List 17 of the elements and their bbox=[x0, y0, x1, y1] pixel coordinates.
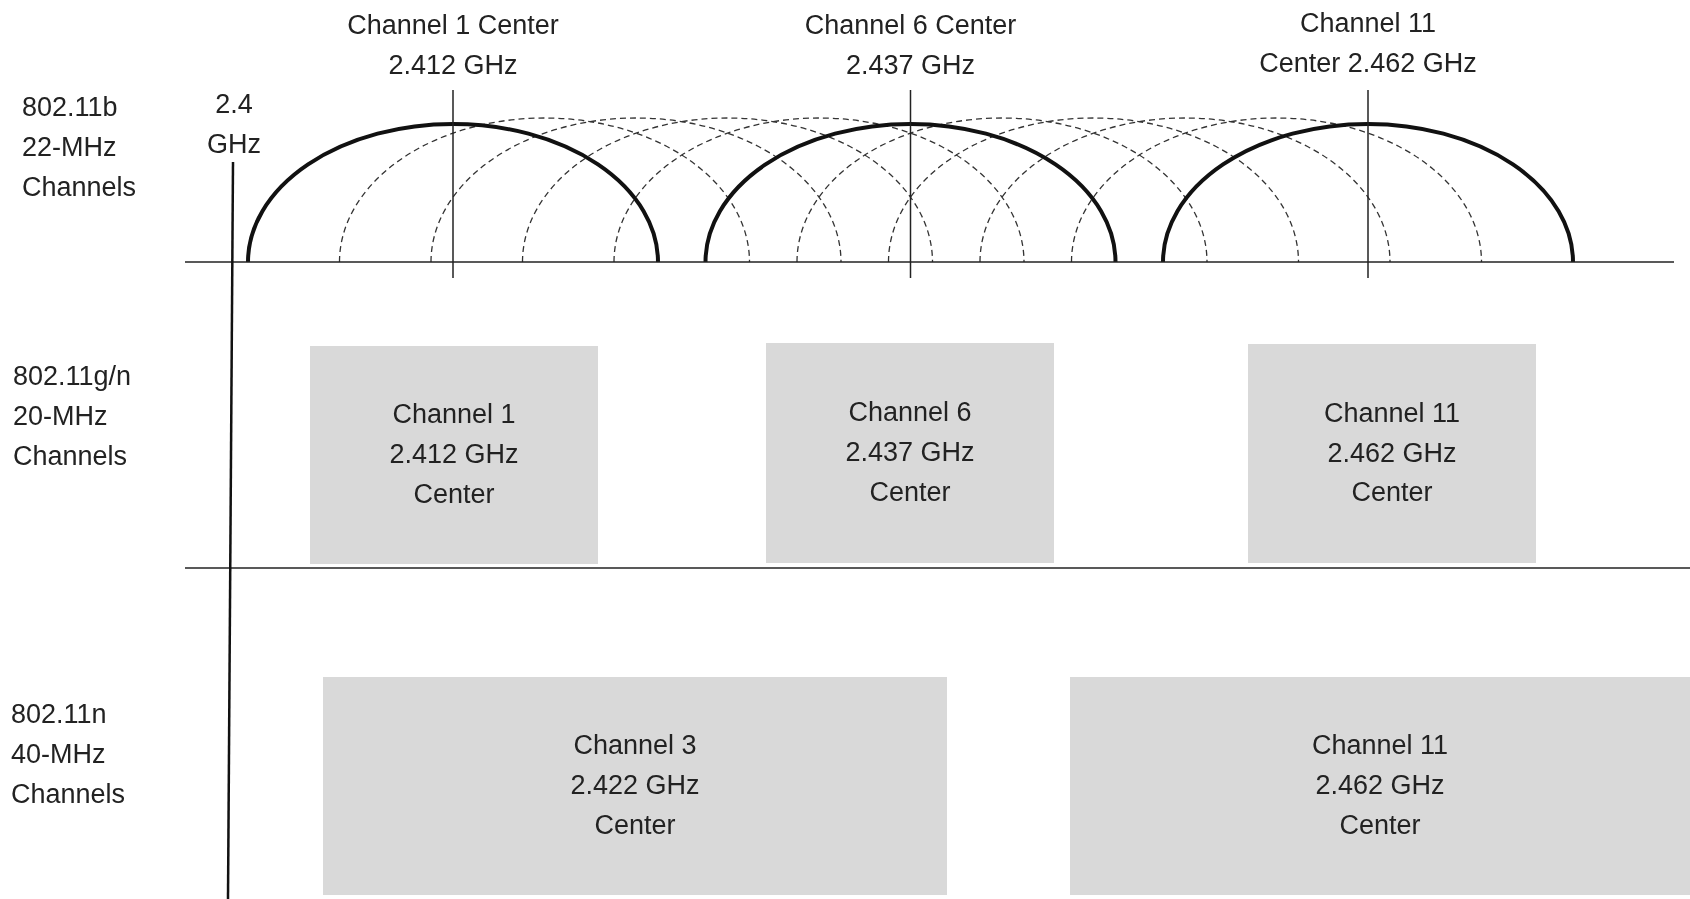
row-label: 802.11b 22-MHz Channels bbox=[22, 91, 138, 204]
channel-block bbox=[323, 677, 947, 895]
channel-block bbox=[310, 346, 598, 564]
channel-label: Channel 1 Center 2.412 GHz bbox=[346, 9, 560, 82]
row-label: 802.11g/n 20-MHz Channels bbox=[13, 360, 133, 473]
channel-text: Channel 11 2.462 GHz Center bbox=[1310, 729, 1450, 842]
row-label: 802.11n 40-MHz Channels bbox=[11, 698, 127, 811]
channel-label: Channel 6 Center 2.437 GHz bbox=[803, 9, 1018, 82]
channel-block bbox=[766, 343, 1054, 563]
channel-block bbox=[1070, 677, 1690, 895]
channel-text: Channel 1 2.412 GHz Center bbox=[388, 398, 520, 511]
channel-text: Channel 3 2.422 GHz Center bbox=[569, 729, 701, 842]
channel-label: Channel 11 Center 2.462 GHz bbox=[1258, 7, 1478, 80]
channel-block bbox=[1248, 344, 1536, 563]
channel-text: Channel 6 2.437 GHz Center bbox=[844, 396, 976, 509]
axis-label: 2.4 GHz bbox=[206, 88, 262, 161]
channel-text: Channel 11 2.462 GHz Center bbox=[1322, 396, 1462, 510]
